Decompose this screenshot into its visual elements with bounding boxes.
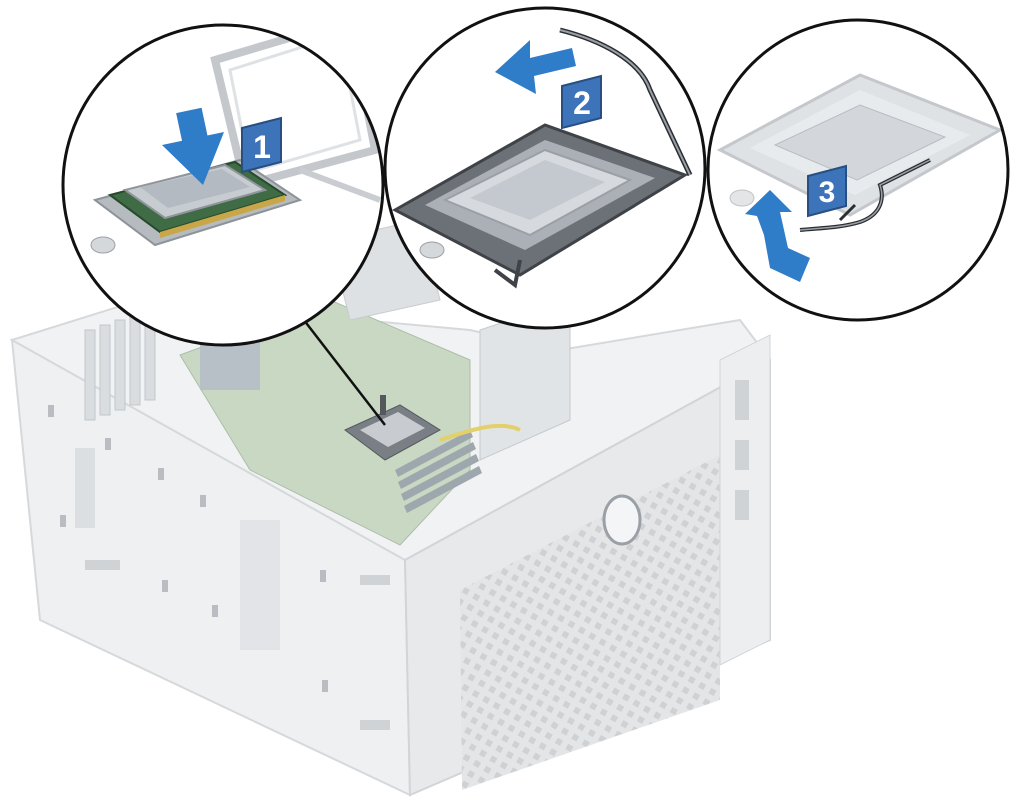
memory-slots [395, 430, 482, 513]
pci-brackets [84, 309, 156, 421]
motherboard-cpu-socket [344, 395, 441, 461]
step-3-badge: 3 [807, 164, 847, 218]
callout-step-3: 3 [706, 18, 1010, 322]
step-1-badge: 1 [241, 116, 282, 174]
dell-logo-icon [602, 494, 642, 546]
callout-step-2: 2 [383, 6, 707, 330]
arrow-up-icon [745, 190, 810, 282]
step-2-badge: 2 [561, 74, 602, 130]
arrow-down-icon [162, 107, 224, 185]
power-cable [439, 423, 521, 442]
arrow-left-icon [495, 40, 576, 94]
callout-leader-line [299, 314, 386, 426]
step-3-number: 3 [819, 176, 836, 209]
step-2-number: 2 [573, 85, 591, 121]
computer-chassis [9, 219, 772, 797]
front-mesh-grille [460, 455, 720, 790]
callout-step-1: 1 [61, 23, 385, 347]
io-shield [200, 340, 260, 390]
side-panel-slots [48, 405, 390, 730]
step-1-number: 1 [253, 129, 271, 165]
